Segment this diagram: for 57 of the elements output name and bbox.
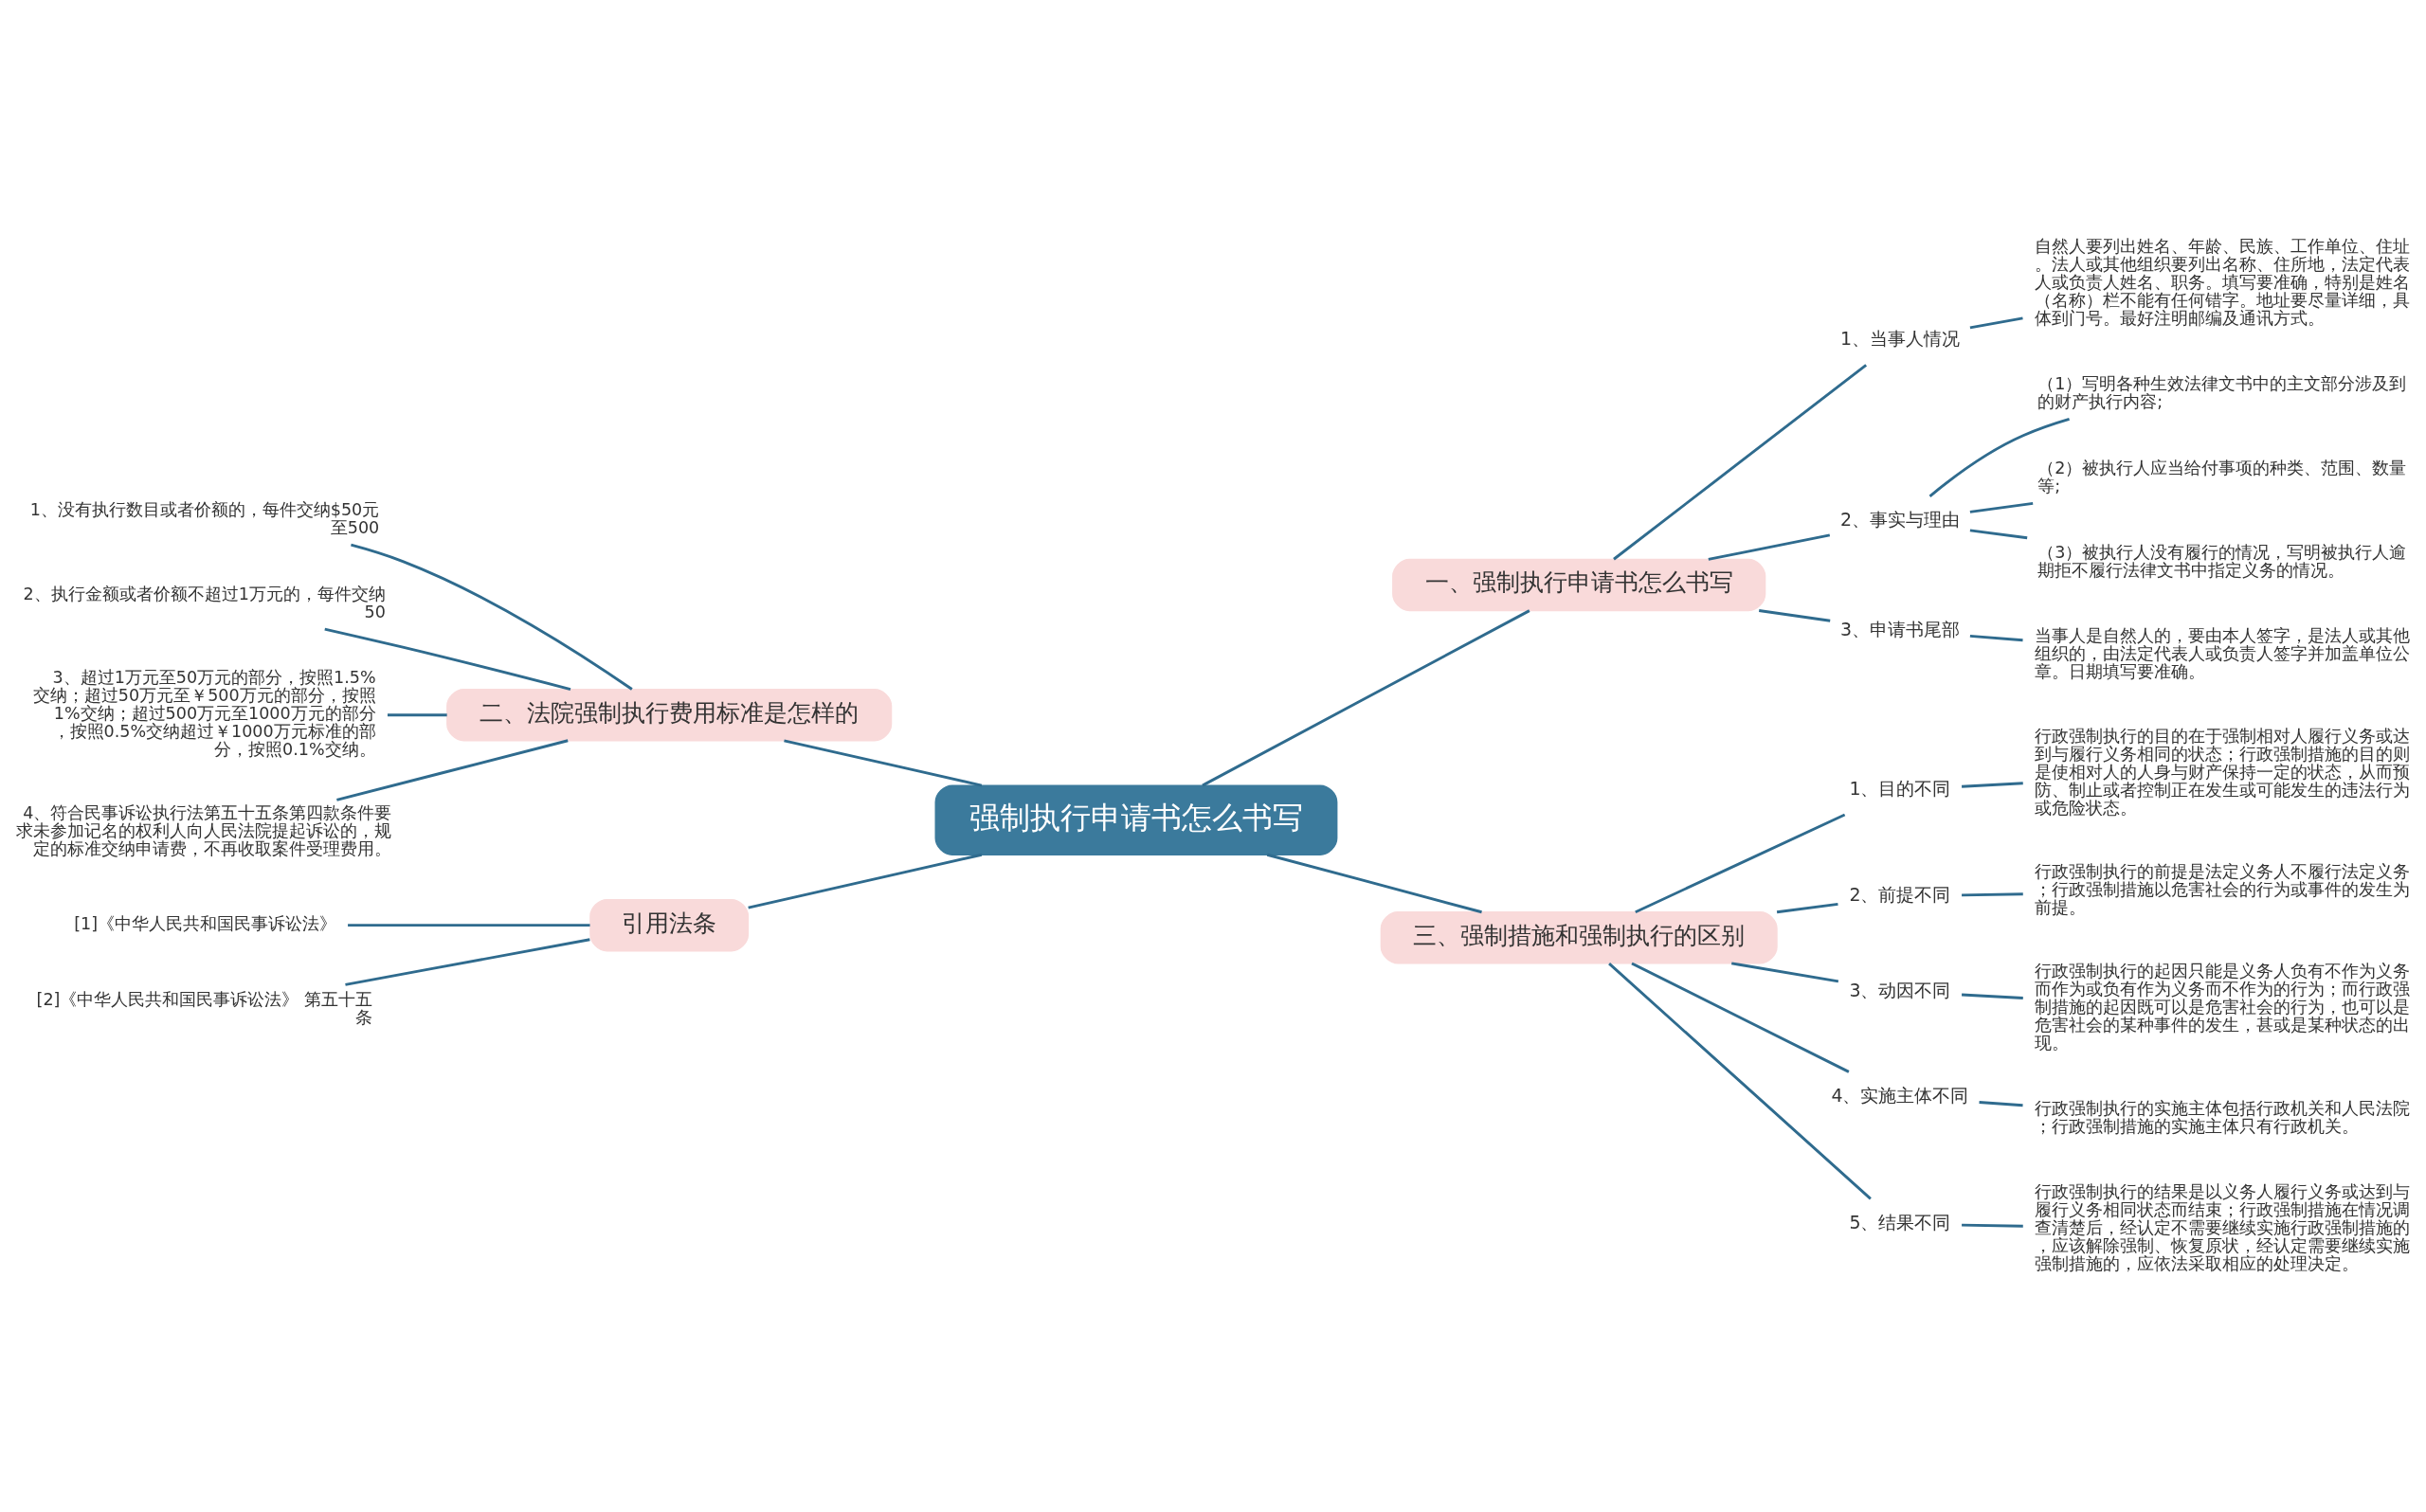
connector — [1759, 608, 1831, 622]
connector — [351, 543, 633, 691]
node-box: 三、强制措施和强制执行的区别 — [1380, 910, 1778, 963]
node-text: （3）被执行人没有履行的情况，写明被执行人逾期拒不履行法律文书中指定义务的情况。 — [2037, 542, 2407, 580]
connector — [1969, 634, 2023, 641]
connector — [1631, 962, 1850, 1073]
connector — [1613, 363, 1868, 560]
node-text: 1、没有执行数目或者价额的，每件交纳$50元至500 — [29, 499, 380, 537]
connector — [1608, 962, 1872, 1199]
connector — [1979, 1100, 2023, 1107]
node-text: （1）写明各种生效法律文书中的主文部分涉及到的财产执行内容; — [2037, 373, 2407, 411]
connector — [345, 937, 590, 986]
node-text: 行政强制执行的结果是以义务人履行义务或达到与履行义务相同状态而结束；行政强制措施在情况调查清楚后，经认定不需要继续实施行政强制措施的，应该解除强制、恢复原状，经认定需要继续实施强制措施的，应依法采取相应的处理决定。 — [2034, 1181, 2410, 1273]
connector — [1928, 417, 2070, 497]
connector — [748, 853, 983, 909]
connector — [324, 627, 571, 691]
connector — [1708, 532, 1831, 561]
node-text: 2、执行金额或者价额不超过1万元的，每件交纳50 — [23, 584, 386, 621]
connector — [1962, 781, 2023, 788]
node-text: 行政强制执行的起因只能是义务人负有不作为义务而作为或负有作为义务而不作为的行为；而行政强制措施的起因既可以是危害社会的行为，也可以是危害社会的某种事件的发生，甚或是某种状态的出现。 — [2034, 961, 2410, 1053]
node-text: （2）被执行人应当给付事项的种类、范围、数量等; — [2037, 458, 2407, 495]
node-box: 强制执行申请书怎么书写 — [934, 783, 1338, 855]
connector — [1969, 501, 2034, 513]
node-text: 自然人要列出姓名、年龄、民族、工作单位、住址。法人或其他组织要列出名称、住所地，法定代表人或负责人姓名、职务。填写要准确，特别是姓名（名称）栏不能有任何错字。地址要尽量详细，具体到门号。最好注明邮编及通讯方式。 — [2034, 236, 2410, 328]
connector — [1962, 891, 2023, 896]
connector — [1776, 902, 1838, 913]
node-text: 当事人是自然人的，要由本人签字，是法人或其他组织的，由法定代表人或负责人签字并加盖单位公章。日期填写要准确。 — [2034, 625, 2410, 681]
connector — [1969, 316, 2023, 329]
node-text: 行政强制执行的目的在于强制相对人履行义务或达到与履行义务相同的状态；行政强制措施的目的则是使相对人的人身与财产保持一定的状态，从而预防、制止或者控制正在发生或可能发生的违法行为或危险状态。 — [2034, 726, 2410, 818]
node-text: 行政强制执行的实施主体包括行政机关和人民法院；行政强制措施的实施主体只有行政机关。 — [2034, 1098, 2410, 1136]
connector — [1266, 853, 1482, 913]
node-text: 5、结果不同 — [1849, 1211, 1951, 1233]
node-text: [1]《中华人民共和国民事诉讼法》 — [74, 913, 337, 933]
node-text: 1、当事人情况 — [1839, 327, 1960, 349]
node-box: 二、法院强制执行费用标准是怎样的 — [446, 688, 893, 741]
connector — [1635, 813, 1846, 913]
node-text: [2]《中华人民共和国民事诉讼法》 第五十五条 — [36, 989, 372, 1027]
node-text: 行政强制执行的前提是法定义务人不履行法定义务；行政强制措施以危害社会的行为或事件的发生为前提。 — [2034, 861, 2410, 917]
connector — [1962, 993, 2023, 999]
node-text: 3、动因不同 — [1849, 979, 1951, 1000]
connector — [1962, 1223, 2023, 1228]
node-box: 一、强制执行申请书怎么书写 — [1392, 558, 1766, 611]
node-text: 3、申请书尾部 — [1839, 618, 1960, 639]
node-box: 引用法条 — [589, 898, 750, 951]
connector — [1730, 961, 1839, 982]
connector — [348, 923, 590, 927]
node-text: 4、符合民事诉讼执行法第五十五条第四款条件要求未参加记名的权利人向人民法院提起诉讼的，规定的标准交纳申请费，不再收取案件受理费用。 — [16, 802, 392, 858]
node-text: 2、事实与理由 — [1839, 508, 1960, 530]
connector — [1202, 608, 1530, 786]
connector — [387, 712, 447, 716]
connector — [336, 738, 569, 801]
node-text: 1、目的不同 — [1849, 777, 1951, 799]
node-text: 4、实施主体不同 — [1831, 1084, 1969, 1106]
connector — [1969, 528, 2028, 539]
connector — [784, 738, 983, 786]
node-text: 2、前提不同 — [1849, 883, 1951, 905]
node-text: 3、超过1万元至50万元的部分，按照1.5%交纳；超过50万元至￥500万元的部分，按照1%交纳；超过500万元至1000万元的部分，按照0.5%交纳超过￥1000万元标准的部分，按照0.1%交纳。 — [32, 667, 376, 759]
